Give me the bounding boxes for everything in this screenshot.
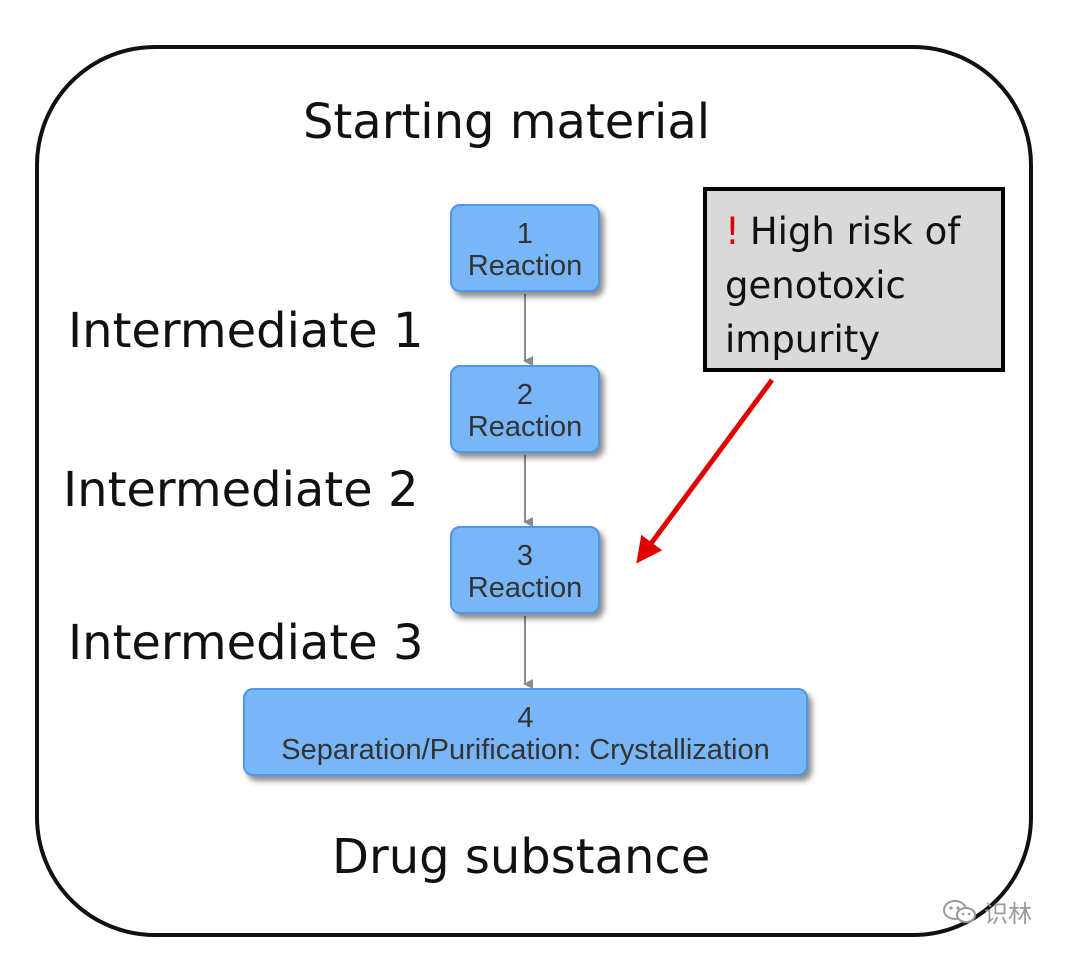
starting-material-label: Starting material [303,94,711,150]
step-label: Separation/Purification: Crystallization [281,734,770,766]
callout-line-2: genotoxic [725,264,906,307]
step-1-reaction: 1 Reaction [450,204,600,292]
step-number: 3 [516,540,534,572]
watermark: 识林 [942,894,1032,929]
step-4-crystallization: 4 Separation/Purification: Crystallizati… [243,688,808,776]
intermediate-3-label: Intermediate 3 [68,615,424,671]
wechat-icon [943,899,976,923]
watermark-text: 识林 [984,900,1032,928]
drug-substance-label: Drug substance [332,829,711,885]
intermediate-2-label: Intermediate 2 [63,462,419,518]
callout-line-3: impurity [725,318,881,361]
step-3-reaction: 3 Reaction [450,526,600,614]
step-label: Reaction [467,572,583,604]
step-2-reaction: 2 Reaction [450,365,600,453]
step-label: Reaction [467,250,583,282]
genotoxic-risk-callout: !High risk of genotoxic impurity [703,187,1005,372]
step-number: 1 [516,218,534,250]
step-label: Reaction [467,411,583,443]
intermediate-1-label: Intermediate 1 [68,303,424,359]
step-number: 2 [516,379,534,411]
warning-mark: ! [725,210,740,253]
step-number: 4 [517,702,534,734]
callout-line-1: High risk of [749,210,961,253]
